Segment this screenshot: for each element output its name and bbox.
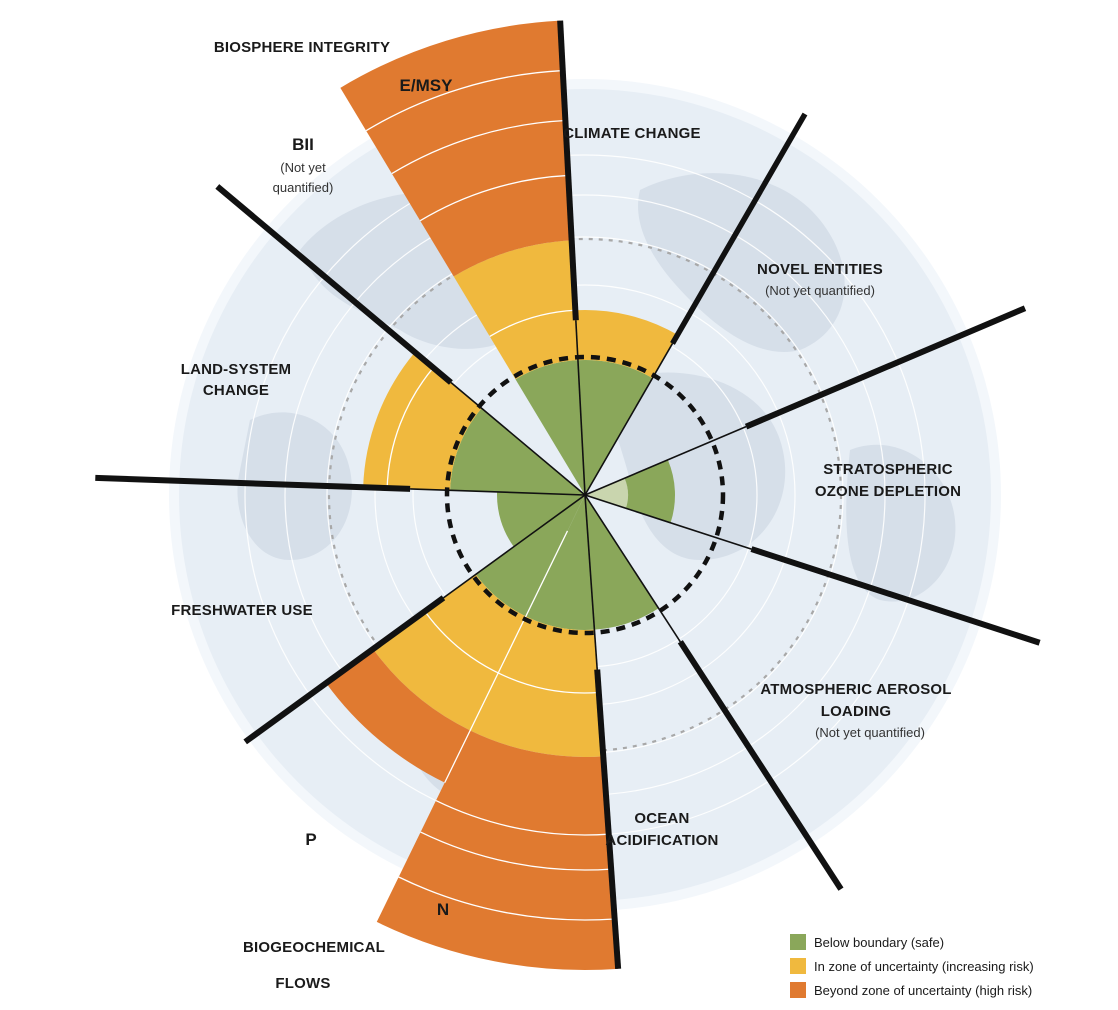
label-ocean-2: ACIDIFICATION — [605, 832, 718, 849]
divider-biosphere-climate — [557, 20, 579, 321]
label-ocean-1: OCEAN — [634, 810, 689, 827]
divider-freshwater-land-system-inner — [410, 488, 586, 496]
land-system-safe-wedge — [450, 408, 585, 495]
biogeochemical-p-high-risk-wedge — [326, 648, 471, 783]
legend-swatch — [790, 958, 806, 974]
risk-rings — [365, 69, 726, 921]
label-novel-entities-note: (Not yet quantified) — [765, 283, 875, 298]
label-aerosol-2: LOADING — [821, 703, 892, 720]
biosphere-ring-line — [391, 119, 566, 175]
biogeochemical-n-ring-line — [435, 800, 609, 836]
label-stratospheric-2: OZONE DEPLETION — [815, 483, 961, 500]
divider-land-system-biosphere-inner — [450, 381, 586, 496]
divider-ocean-biogeochemical — [594, 669, 622, 970]
divider-land-system-biosphere — [215, 184, 453, 385]
legend-label: Below boundary (safe) — [814, 934, 945, 950]
biogeochemical-n-ring-line — [398, 876, 615, 921]
divider-novel-ozone — [744, 305, 1027, 430]
label-novel-entities: NOVEL ENTITIES — [757, 261, 883, 278]
biosphere-integrity-safe-wedge — [515, 360, 585, 495]
divider-ozone-aerosol-inner — [584, 494, 752, 550]
label-stratospheric-1: STRATOSPHERIC — [823, 461, 953, 478]
landmass-shape — [846, 444, 956, 602]
legend-item: Below boundary (safe) — [790, 930, 1090, 954]
legend-item: Beyond zone of uncertainty (high risk) — [790, 978, 1090, 1002]
divider-freshwater-land-system — [95, 474, 411, 492]
legend: Below boundary (safe) In zone of uncertai… — [790, 930, 1090, 1002]
label-climate-change: CLIMATE CHANGE — [563, 125, 701, 142]
divider-biogeochemical-freshwater — [243, 595, 446, 745]
divider-ozone-aerosol — [750, 546, 1041, 646]
label-n: N — [437, 900, 449, 919]
boundary-divider-lines — [95, 20, 1041, 970]
label-land-system-1: LAND-SYSTEM — [181, 361, 292, 378]
divider-aerosol-ocean-inner — [584, 494, 681, 643]
legend-label: In zone of uncertainty (increasing risk) — [814, 958, 1034, 974]
label-aerosol-note: (Not yet quantified) — [815, 725, 925, 740]
boundary-wedges — [326, 20, 678, 970]
label-biosphere-integrity: BIOSPHERE INTEGRITY — [214, 39, 390, 56]
label-aerosol-1: ATMOSPHERIC AEROSOL — [760, 681, 951, 698]
label-bii: BII — [292, 135, 314, 154]
legend-swatch — [790, 934, 806, 950]
freshwater-safe-wedge — [497, 491, 585, 547]
legend-swatch — [790, 982, 806, 998]
divider-climate-novel-entities-inner — [584, 343, 674, 496]
label-p: P — [305, 830, 316, 849]
label-freshwater-use: FRESHWATER USE — [171, 602, 313, 619]
label-bii-note-1: (Not yet — [280, 160, 326, 175]
biogeochemical-n-high-risk-wedge — [376, 730, 619, 970]
ozone-depletion-safe-wedge — [624, 459, 676, 523]
climate-change-uncertain-wedge — [575, 310, 678, 379]
biosphere-ring-line — [489, 309, 576, 337]
label-biogeochemical-2: FLOWS — [275, 975, 330, 992]
legend-item: In zone of uncertainty (increasing risk) — [790, 954, 1090, 978]
ocean-acidification-safe-wedge — [585, 495, 659, 630]
divider-novel-ozone-inner — [584, 425, 747, 496]
legend-label: Beyond zone of uncertainty (high risk) — [814, 982, 1033, 998]
biogeochemical-n-ring-line — [420, 831, 612, 871]
climate-change-safe-wedge — [577, 359, 653, 495]
biosphere-integrity-high-risk-wedge — [340, 20, 572, 277]
divider-climate-novel-entities — [670, 112, 808, 345]
label-bii-note-2: quantified) — [273, 180, 334, 195]
biosphere-integrity-uncertain-wedge — [453, 240, 578, 380]
biogeochemical-p-safe-wedge — [475, 495, 585, 617]
biosphere-ring-line — [419, 174, 569, 222]
label-land-system-2: CHANGE — [203, 382, 269, 399]
label-biogeochemical-1: BIOGEOCHEMICAL — [243, 939, 385, 956]
label-emsy: E/MSY — [400, 76, 454, 95]
biogeochemical-n-safe-wedge — [525, 495, 595, 630]
divider-aerosol-ocean — [677, 640, 844, 891]
biogeochemical-p-uncertain-wedge — [373, 574, 526, 731]
landmass-shape — [638, 173, 845, 352]
n-p-separator-line — [444, 530, 569, 783]
biogeochemical-ring-line — [424, 610, 599, 694]
safe-operating-boundary — [444, 354, 726, 636]
ozone-depletion-light-wedge — [585, 478, 629, 509]
biosphere-ring-line — [365, 69, 563, 132]
divider-biosphere-climate-inner — [575, 320, 586, 496]
divider-biogeochemical-freshwater-inner — [442, 494, 586, 599]
land-system-ring-line — [386, 367, 434, 489]
divider-ocean-biogeochemical-inner — [584, 494, 599, 670]
